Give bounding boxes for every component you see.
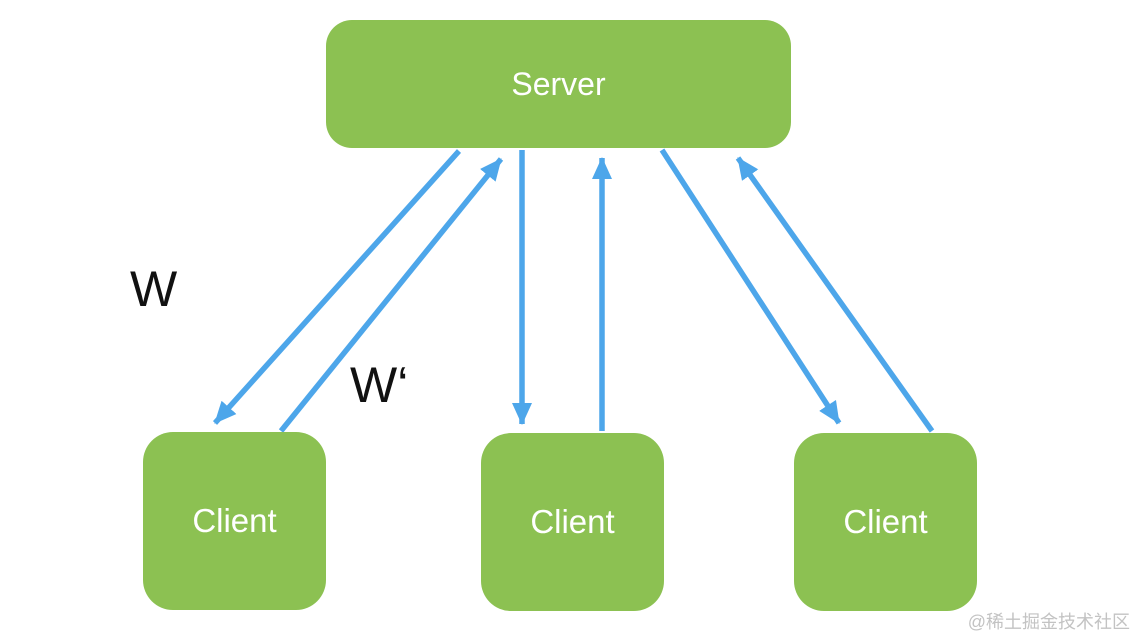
edge-server-to-client-right-arrow [659,148,842,425]
edge-label-w-prime: W‘ [350,357,409,413]
edge-client-left-to-server-arrow [278,157,504,433]
server-node: Server [326,20,791,148]
edge-server-to-client-left-arrow [212,149,462,425]
server-node-label: Server [511,65,606,102]
client-right-node-label: Client [843,503,928,540]
watermark-text: @稀土掘金技术社区 [967,612,1130,632]
client-left-node: Client [143,432,326,610]
edge-label-w: W [130,261,178,317]
client-right-node: Client [794,433,977,611]
client-middle-node-label: Client [530,503,615,540]
client-middle-node: Client [481,433,664,611]
edge-client-right-to-server-arrow [735,156,935,433]
client-left-node-label: Client [192,502,277,539]
